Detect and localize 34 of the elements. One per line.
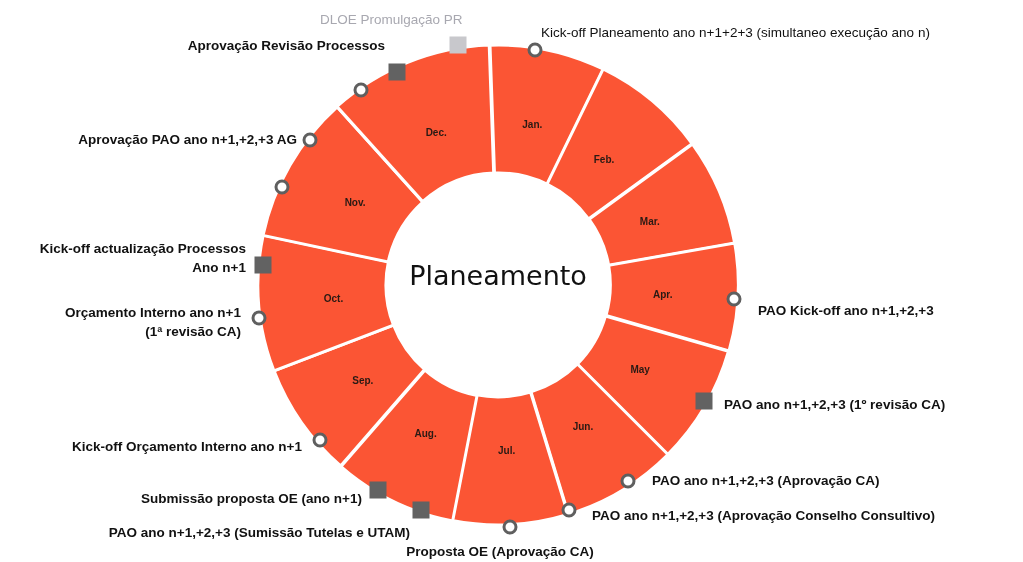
- event-label: PAO ano n+1,+2,+3 (Aprovação CA): [652, 471, 880, 490]
- month-label: Apr.: [653, 288, 673, 300]
- square-marker: [254, 256, 272, 274]
- event-label: PAO ano n+1,+2,+3 (1º revisão CA): [724, 395, 946, 414]
- title: Planeamento: [409, 259, 587, 291]
- month-label: Dec.: [425, 126, 447, 138]
- event-label: Submissão proposta OE (ano n+1): [141, 489, 362, 508]
- month-label: Mar.: [639, 215, 660, 226]
- event-label: Aprovação PAO ano n+1,+2,+3 AG: [78, 130, 297, 149]
- event-label: Kick-off Planeamento ano n+1+2+3 (simultaneo execução ano n): [541, 23, 930, 42]
- event-label: Orçamento Interno ano n+1 (1ª revisão CA): [64, 304, 241, 341]
- month-label: Aug.: [414, 427, 437, 439]
- month-segment: [452, 392, 569, 525]
- square-marker: [449, 36, 467, 54]
- event-label: PAO Kick-off ano n+1,+2,+3: [758, 301, 934, 320]
- event-label: Aprovação Revisão Processos: [187, 36, 385, 55]
- month-label: Oct.: [323, 292, 344, 304]
- event-label: Kick-off Orçamento Interno ano n+1: [72, 437, 302, 456]
- month-label: Sep.: [352, 374, 374, 386]
- month-label: May: [630, 363, 650, 375]
- circle-marker: [251, 310, 267, 326]
- month-label: Jan.: [522, 118, 543, 130]
- event-label: DLOE Promulgação PR: [320, 10, 463, 29]
- event-label: Kick-off actualização Processos Ano n+1: [38, 240, 246, 277]
- month-label: Jul.: [498, 444, 516, 456]
- month-label: Nov.: [344, 197, 366, 208]
- event-label: PAO ano n+1,+2,+3 (Sumissão Tutelas e UTAM): [108, 523, 410, 542]
- event-label: Proposta OE (Aprovação CA): [406, 542, 594, 561]
- month-segment: [588, 143, 735, 266]
- month-label: Feb.: [593, 153, 615, 165]
- month-label: Jun.: [572, 420, 594, 432]
- month-segment: [258, 235, 394, 371]
- event-label: PAO ano n+1,+2,+3 (Aprovação Conselho Consultivo): [592, 506, 935, 525]
- month-segment: [605, 243, 738, 352]
